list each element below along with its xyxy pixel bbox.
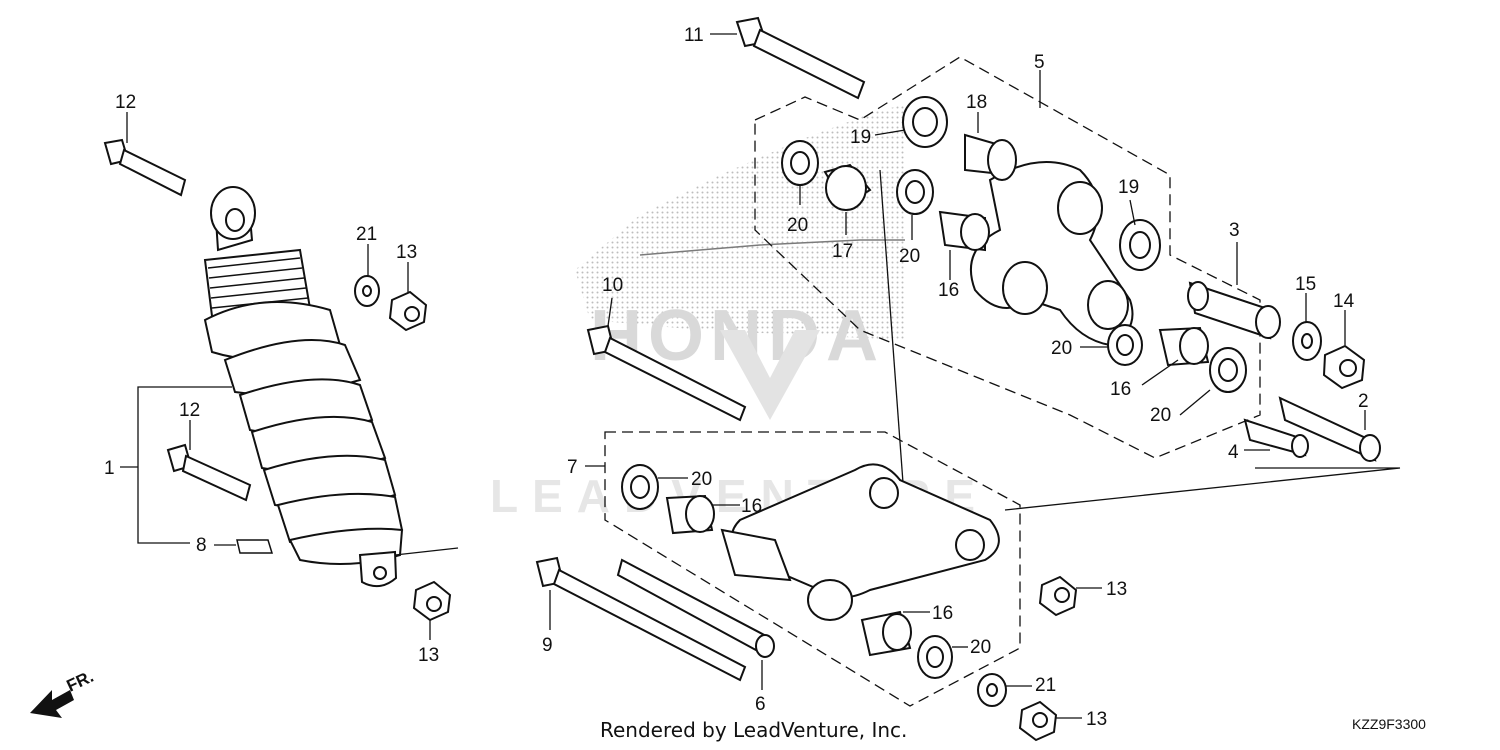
bearing-19-right xyxy=(1119,219,1161,271)
label-8-tag xyxy=(236,539,274,554)
callout-2: 2 xyxy=(1358,391,1369,412)
callout-11: 11 xyxy=(684,25,704,46)
callout-21-lower: 21 xyxy=(1035,675,1056,696)
callout-20-a: 20 xyxy=(787,215,808,236)
honda-wing-watermark xyxy=(575,105,905,340)
nut-13-rod xyxy=(1038,575,1078,617)
leadventure-logo-mark xyxy=(720,330,820,420)
cushion-arm-outline xyxy=(754,56,1261,459)
callout-12-upper: 12 xyxy=(115,92,136,113)
collar-18 xyxy=(964,133,1017,181)
bolt-10 xyxy=(586,324,747,422)
bearing-20-rod-upper xyxy=(621,464,659,510)
callout-15: 15 xyxy=(1295,274,1316,295)
front-direction-arrow: FR. xyxy=(30,667,97,718)
callout-5: 5 xyxy=(1034,52,1045,73)
collar-2 xyxy=(1278,396,1381,462)
nut-13-lower xyxy=(1018,700,1058,742)
bearing-19-upper xyxy=(902,96,948,148)
callout-19-right: 19 xyxy=(1118,177,1139,198)
needle-bearing-16-rod-upper xyxy=(665,494,715,535)
needle-bearing-16-a xyxy=(938,210,990,252)
callout-12-lower: 12 xyxy=(179,400,200,421)
collar-4 xyxy=(1243,418,1309,458)
callout-20-b: 20 xyxy=(899,246,920,267)
shock-absorber xyxy=(203,186,459,588)
washer-21-upper xyxy=(354,275,380,307)
callout-13-lower: 13 xyxy=(1086,709,1107,730)
callout-6: 6 xyxy=(755,694,766,715)
assembly-link-line xyxy=(879,169,906,511)
leader-lines xyxy=(126,33,1366,719)
connecting-rod-outline xyxy=(604,431,1021,707)
callout-16-b: 16 xyxy=(1110,379,1131,400)
cushion-arm xyxy=(970,161,1134,347)
collar-3 xyxy=(1187,281,1281,340)
bolt-9 xyxy=(535,556,747,682)
footer-credit: Rendered by LeadVenture, Inc. xyxy=(600,718,908,742)
callout-16-c: 16 xyxy=(741,496,762,517)
connecting-rod xyxy=(720,463,1000,621)
bolt-12-lower xyxy=(166,443,252,502)
bolt-12-upper xyxy=(103,138,187,197)
callout-labels: 1 2 3 4 5 6 7 8 9 10 11 12 12 13 13 13 1… xyxy=(104,25,1369,730)
washer-15 xyxy=(1292,321,1322,361)
callout-8: 8 xyxy=(196,535,207,556)
nut-14 xyxy=(1322,344,1366,390)
callout-20-e: 20 xyxy=(691,469,712,490)
diagram-code: KZZ9F3300 xyxy=(1352,716,1426,732)
collar-6 xyxy=(616,558,775,658)
callout-7: 7 xyxy=(567,457,578,478)
callout-13-upper: 13 xyxy=(396,242,417,263)
callout-9: 9 xyxy=(542,635,553,656)
callout-10: 10 xyxy=(602,275,623,296)
callout-18: 18 xyxy=(966,92,987,113)
needle-bearing-16-rod-lower xyxy=(860,610,912,657)
callout-16-d: 16 xyxy=(932,603,953,624)
bearing-20-d xyxy=(1209,347,1247,393)
callout-20-c: 20 xyxy=(1051,338,1072,359)
callout-17: 17 xyxy=(832,241,853,262)
bearing-20-a xyxy=(781,140,819,186)
callout-4: 4 xyxy=(1228,442,1239,463)
needle-bearing-16-b xyxy=(1158,326,1210,367)
callout-1: 1 xyxy=(104,458,115,479)
collar-17 xyxy=(823,163,872,211)
bearing-20-b xyxy=(896,169,934,215)
callout-13-rod: 13 xyxy=(1106,579,1127,600)
callout-20-d: 20 xyxy=(1150,405,1171,426)
washer-21-lower xyxy=(977,673,1007,707)
callout-19-upper: 19 xyxy=(850,127,871,148)
bolt-11 xyxy=(735,16,866,100)
bearing-20-c xyxy=(1107,324,1143,366)
callout-20-f: 20 xyxy=(970,637,991,658)
callout-21-upper: 21 xyxy=(356,224,377,245)
callout-14: 14 xyxy=(1333,291,1355,312)
nut-13-shock xyxy=(412,580,452,622)
callout-16-a: 16 xyxy=(938,280,959,301)
bearing-20-rod-lower xyxy=(917,635,953,679)
nut-13-upper xyxy=(388,290,428,332)
assembly-link-line-2 xyxy=(1004,467,1401,511)
callout-13-shock: 13 xyxy=(418,645,439,666)
callout-3: 3 xyxy=(1229,220,1240,241)
shock-bracket-1 xyxy=(137,386,232,544)
